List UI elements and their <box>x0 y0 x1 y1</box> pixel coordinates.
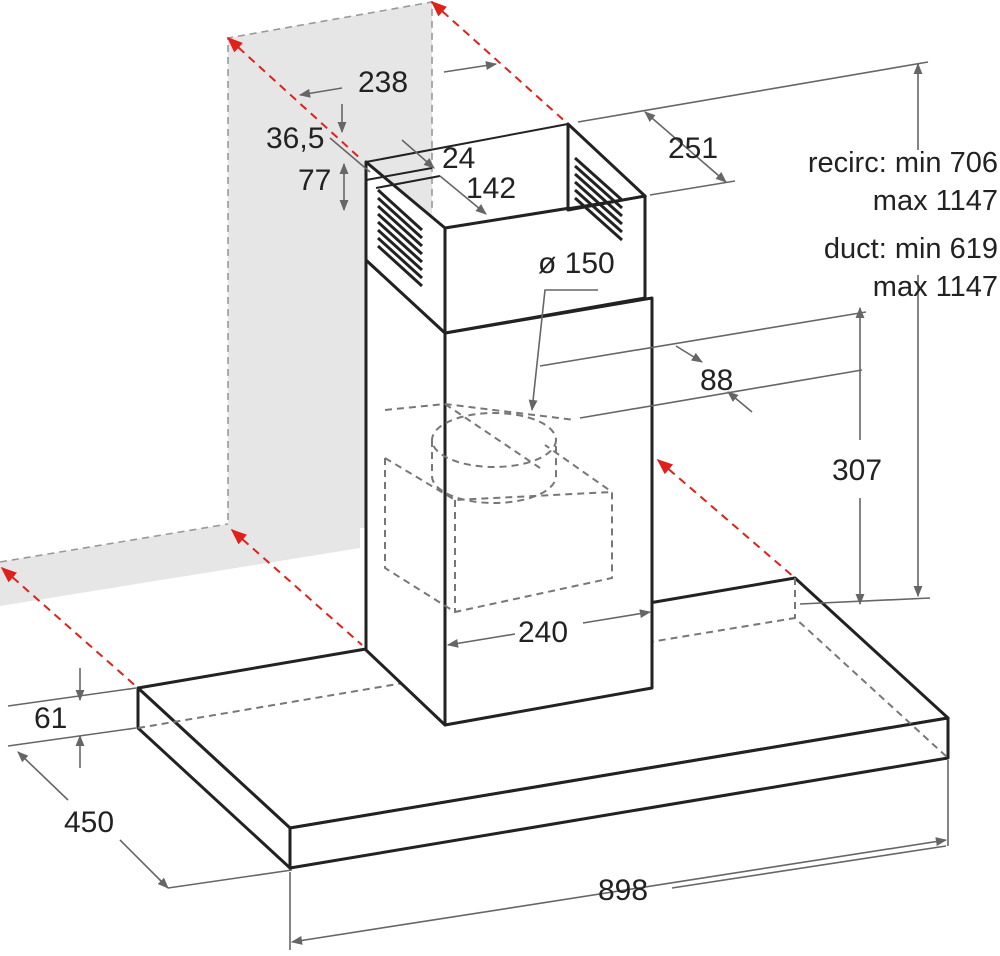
dim-label-307: 307 <box>832 454 882 487</box>
wall-guide-lines <box>0 0 796 689</box>
dim-label-142: 142 <box>466 172 516 205</box>
vent-grille-left <box>376 188 424 288</box>
dim-label-450: 450 <box>64 806 114 839</box>
wall-panel-lower <box>0 523 360 606</box>
dim-label-24: 24 <box>442 142 475 175</box>
dim-label-240: 240 <box>518 616 568 649</box>
dim-label-outlet-diameter: ø 150 <box>538 247 615 280</box>
dim-label-251: 251 <box>668 132 718 165</box>
hidden-outlet-cylinder <box>431 403 557 504</box>
dim-label-36-5: 36,5 <box>266 122 324 155</box>
dim-label-238: 238 <box>358 66 408 99</box>
recirc-height-line1: recirc: min 706 <box>808 147 998 179</box>
dim-label-898: 898 <box>598 874 648 907</box>
chimney <box>364 122 654 727</box>
dim-label-88: 88 <box>700 364 733 397</box>
dim-label-77: 77 <box>298 164 331 197</box>
dim-label-61: 61 <box>34 702 67 735</box>
duct-height-line2: max 1147 <box>873 271 998 303</box>
recirc-height-line2: max 1147 <box>873 185 998 217</box>
duct-height-line1: duct: min 619 <box>824 233 998 265</box>
vent-grille-right <box>574 156 623 242</box>
dimension-lines <box>7 61 949 950</box>
